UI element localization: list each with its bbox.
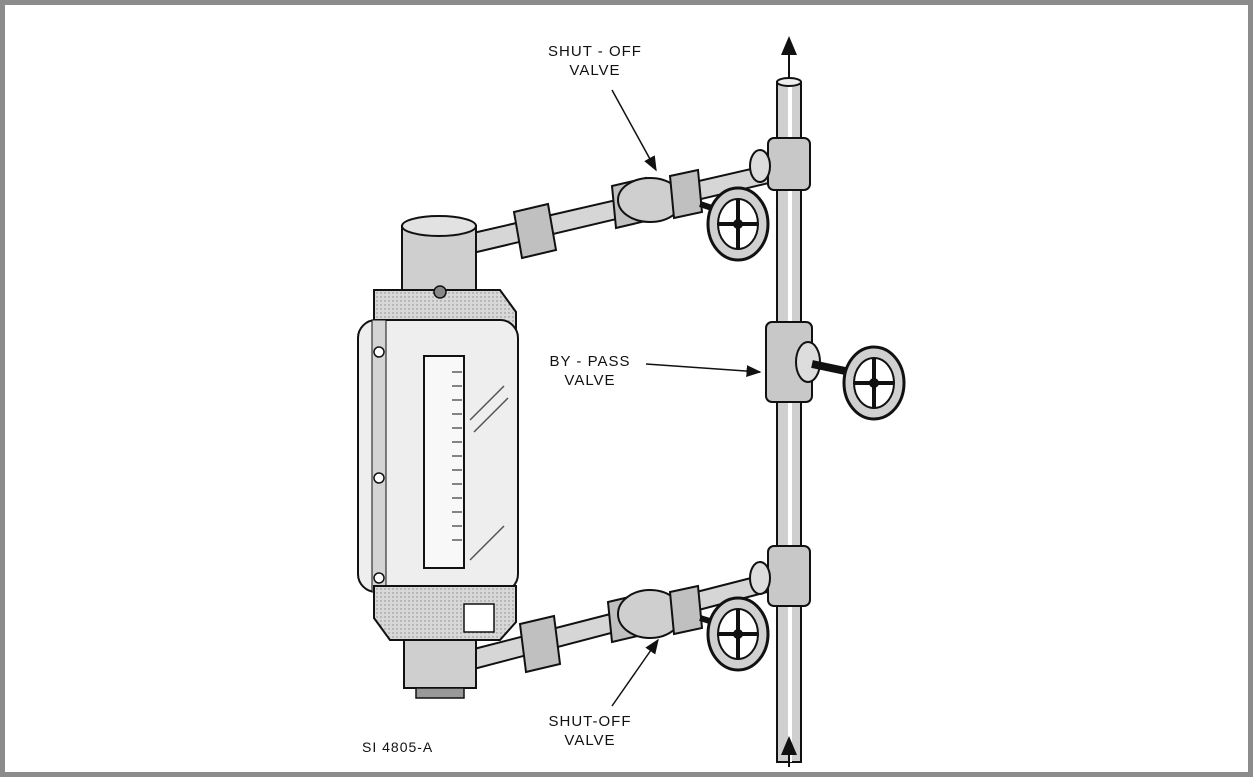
bypass-label: BY - PASS VALVE <box>530 352 650 390</box>
main-vertical-pipe <box>776 77 802 763</box>
shutoff-bottom-leader <box>611 638 659 707</box>
lower-handwheel <box>706 596 770 672</box>
bypass-handwheel <box>811 345 906 421</box>
bypass-label-line1: BY - PASS <box>549 353 631 370</box>
flow-in-arrow <box>781 736 797 767</box>
lower-shutoff-valve <box>518 584 727 674</box>
shutoff-bottom-label-line2: VALVE <box>564 732 616 749</box>
shutoff-bottom-label: SHUT-OFF VALVE <box>530 712 650 750</box>
lower-tee-fitting <box>749 545 811 607</box>
shutoff-top-label-line1: SHUT - OFF <box>548 43 642 60</box>
upper-shutoff-valve <box>512 168 731 260</box>
shutoff-bottom-label-line1: SHUT-OFF <box>548 713 632 730</box>
upper-tee-fitting <box>749 137 811 191</box>
flowmeter <box>357 215 519 699</box>
bypass-label-line2: VALVE <box>564 372 616 389</box>
shutoff-top-label: SHUT - OFF VALVE <box>530 42 660 80</box>
upper-handwheel <box>706 186 770 262</box>
flow-out-arrow <box>781 36 797 78</box>
shutoff-top-label-line2: VALVE <box>569 62 621 79</box>
bypass-tee-fitting <box>765 321 821 403</box>
bypass-leader <box>645 363 762 378</box>
shutoff-top-leader <box>611 89 657 172</box>
figure-id-label: SI 4805-A <box>362 739 434 755</box>
